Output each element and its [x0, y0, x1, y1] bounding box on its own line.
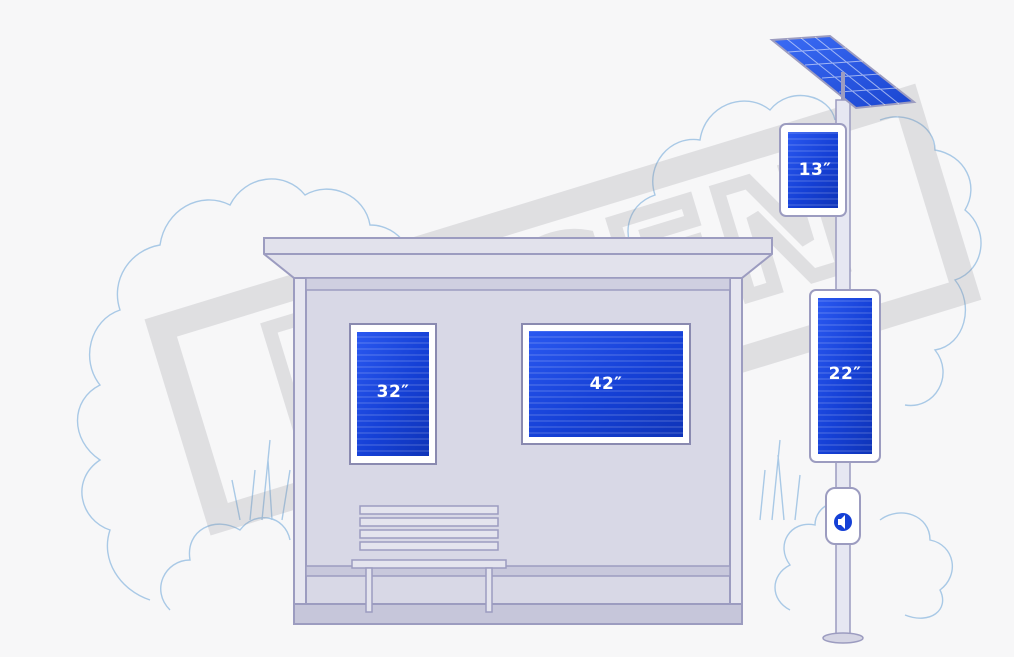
bench [351, 505, 507, 613]
screen-22-glare [818, 298, 872, 454]
screen-22: 22″ [809, 289, 881, 463]
bus-shelter [263, 237, 773, 625]
solar-panel-icon [769, 34, 917, 110]
shelter-roof [263, 237, 773, 279]
shelter-header-band [305, 277, 731, 291]
grass-right [759, 439, 801, 521]
bench-slat-3 [359, 529, 499, 539]
bench-leg-right [485, 567, 493, 613]
background-trees [76, 94, 982, 619]
screen-42-glare [529, 331, 683, 437]
screen-42-label: 42″ [590, 374, 623, 394]
pole-base [822, 632, 864, 644]
shelter-post-left [293, 277, 307, 625]
tree-outline-left [76, 178, 434, 601]
bench-slat-4 [359, 541, 499, 551]
shelter-base [293, 603, 743, 625]
bush-outline-right-2 [879, 512, 953, 619]
solar-pole: 13″ 22″ [769, 34, 917, 644]
screen-13-glare [788, 132, 838, 208]
tree-outline-right [627, 94, 836, 261]
bench-slat-2 [359, 517, 499, 527]
shelter-post-right [729, 277, 743, 625]
bench-seat [351, 559, 507, 569]
screen-32: 32″ [349, 323, 437, 465]
tree-outline-right-far [879, 116, 982, 407]
bench-leg-left [365, 567, 373, 613]
screen-13-label: 13″ [799, 160, 832, 180]
screen-13: 13″ [779, 123, 847, 217]
shelter-rail-upper [305, 565, 731, 577]
screen-32-glare [357, 332, 429, 456]
intercom-unit [825, 487, 861, 545]
screen-42: 42″ [521, 323, 691, 445]
grass-left [231, 439, 291, 521]
bench-slat-1 [359, 505, 499, 515]
screen-32-label: 32″ [377, 382, 410, 402]
tree-outline-left-lower [160, 517, 291, 611]
speaker-icon [834, 513, 852, 531]
screen-22-label: 22″ [829, 364, 862, 384]
